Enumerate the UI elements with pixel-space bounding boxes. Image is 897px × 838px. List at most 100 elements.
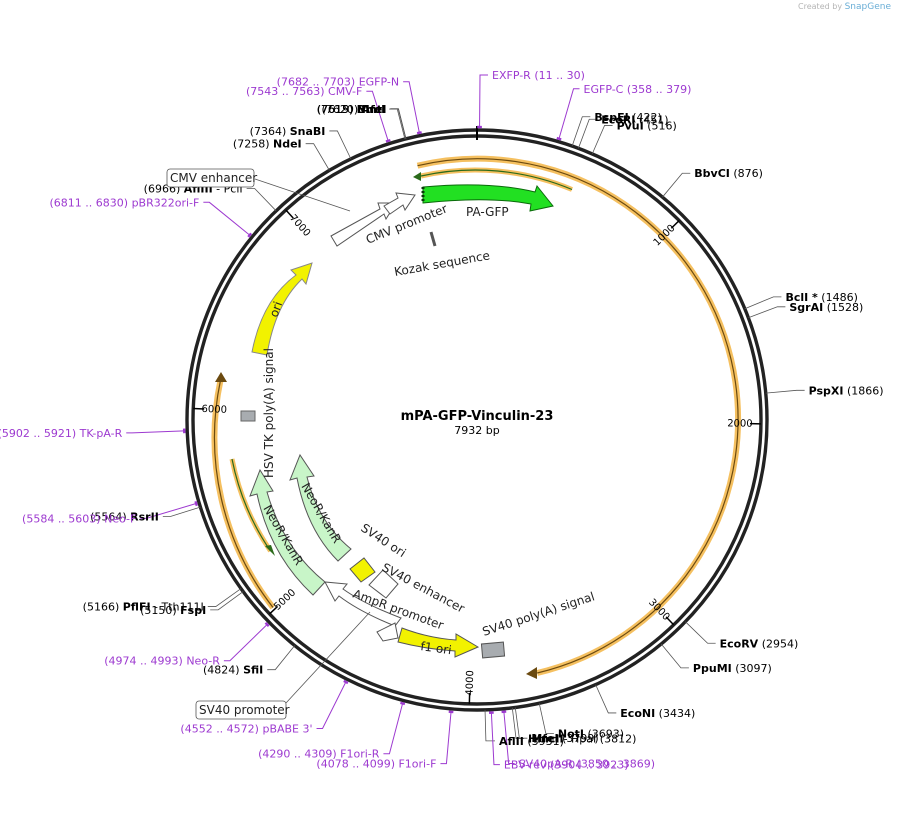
tick-label-2000: 2000 [727, 418, 753, 429]
site-leader-5 [246, 188, 277, 212]
tick-label-7000: 7000 [287, 213, 312, 239]
site-leader-19 [660, 643, 689, 669]
restriction-site-2: (7615) NheI [317, 103, 386, 116]
ampr-promoter-box [376, 622, 399, 642]
site-leader-6 [162, 506, 201, 517]
neor-kanr-arrow-1 [289, 453, 352, 562]
restriction-site-9: (4824) SfiI [203, 664, 263, 677]
restriction-site-10: AflII (3931) [499, 735, 564, 748]
restriction-site-0: (7620) AfeI [322, 103, 387, 116]
primer-1: EXFP-R (11 .. 30) [492, 69, 585, 82]
restriction-site-19: PpuMI (3097) [693, 662, 772, 675]
primer-4: (6811 .. 6830) pBR322ori-F [50, 196, 200, 209]
primer-leader-3 [366, 90, 389, 141]
tick-label-5000: 5000 [272, 587, 298, 612]
primer-10: (4078 .. 4099) F1ori-F [316, 758, 436, 771]
cmv-enhancer-label: CMV enhancer [170, 171, 257, 185]
restriction-site-12: EcoRI (451) [601, 113, 668, 126]
restriction-site-3: (7364) SnaBI [250, 125, 326, 138]
restriction-site-6: (5564) RsrII [90, 510, 159, 523]
restriction-site-4: (7258) NdeI [233, 138, 302, 151]
restriction-site-15: BclI * (1486) [785, 291, 857, 304]
restriction-site-14: BbvCI (876) [694, 167, 763, 180]
site-leader-20 [595, 684, 617, 714]
f1-ori-label: f1 ori [420, 639, 453, 657]
restriction-site-22: MfeI (3799) [531, 732, 598, 745]
backbone-orf-arrowhead [215, 372, 227, 382]
primer-0: (7682 .. 7703) EGFP-N [277, 76, 399, 89]
tick-mark-3000 [665, 616, 675, 626]
restriction-site-1: (7619) BmtI [317, 103, 386, 116]
primer-leader-8 [316, 681, 347, 729]
site-leader-lines [162, 108, 805, 742]
primer-2: EGFP-C (358 .. 379) [584, 83, 692, 96]
neor-kanr-arrow-2 [249, 468, 326, 596]
cmv-promoter-arrow-2 [383, 192, 416, 215]
site-leader-22 [514, 707, 528, 739]
pa-gfp-arrow [422, 184, 554, 212]
primer-mark-6 [194, 500, 198, 507]
site-leader-8 [210, 591, 244, 611]
primer-mark-3 [385, 138, 391, 143]
sv40-ori-box [349, 557, 376, 583]
sv40-promoter-label: SV40 promoter [199, 703, 290, 717]
site-leader-3 [329, 130, 352, 160]
restriction-site-23: HincII- HpaI (3812) [528, 733, 636, 746]
site-leader-2 [389, 108, 406, 140]
plasmid-title: mPA-GFP-Vinculin-23 [401, 409, 554, 424]
site-leader-12 [578, 118, 598, 149]
hsv-tk-polya-label: HSV TK poly(A) signal [262, 348, 276, 478]
primer-8: (4552 .. 4572) pBABE 3' [180, 722, 312, 735]
restriction-site-20: EcoNI (3434) [620, 707, 695, 720]
vinculin-orf-core [417, 158, 739, 674]
tick-mark-7000 [285, 209, 294, 219]
kozak-sequence-label: Kozak sequence [393, 248, 491, 279]
sv40-polya-label: SV40 poly(A) signal [481, 589, 597, 639]
backbone-orf-core [213, 377, 274, 608]
snapgene-credit: Created by SnapGene [798, 2, 891, 12]
tick-label-6000: 6000 [201, 404, 227, 416]
sv40-polya-box [480, 641, 506, 659]
pa-gfp-label: PA-GFP [466, 205, 509, 219]
sv40-promoter-callout: SV40 promoter [195, 611, 371, 720]
primer-9: (4290 .. 4309) F1ori-R [258, 748, 380, 761]
primer-leader-9 [383, 703, 404, 755]
primer-7: (4974 .. 4993) Neo-R [104, 655, 220, 668]
tick-mark-5000 [269, 605, 279, 615]
site-leader-13 [591, 125, 613, 155]
vinculin-orf-arrowhead [526, 667, 537, 679]
restriction-site-16: SgrAI (1528) [789, 301, 863, 314]
site-leader-23 [511, 707, 525, 740]
sv40-enhancer-box [368, 569, 399, 599]
primer-mark-7 [264, 621, 270, 627]
primer-mark-2 [556, 136, 562, 141]
primer-mark-8 [343, 679, 349, 685]
site-leader-11 [571, 116, 591, 147]
primer-leader-10 [440, 711, 452, 765]
primer-labels: (7682 .. 7703) EGFP-N EXFP-R (11 .. 30)EG… [0, 69, 691, 772]
site-leader-21 [538, 703, 554, 734]
kozak-marker [429, 231, 437, 247]
snapgene-logo-text: SnapGene [844, 2, 891, 12]
restriction-site-21: NotI (3693) [558, 728, 624, 741]
site-leader-4 [305, 143, 330, 171]
primer-leader-11 [503, 711, 515, 765]
primer-11: SV40pA-R (3850 .. 3869) [519, 758, 655, 771]
primer-5: (5902 .. 5921) TK-pA-R [0, 427, 123, 440]
primer-leader-5 [126, 430, 185, 434]
primer-markers [126, 74, 580, 766]
site-leader-14 [662, 172, 691, 198]
primer-mark-0 [416, 131, 422, 135]
site-leader-9 [267, 645, 296, 671]
plasmid-size: 7932 bp [454, 424, 499, 437]
primer-leader-4 [203, 201, 251, 236]
bp-ticks [193, 126, 761, 704]
gfp-orf-arrowhead [413, 172, 421, 181]
primer-leader-0 [403, 81, 420, 133]
site-leader-18 [685, 621, 716, 644]
hsv-tk-polya-box [240, 410, 256, 422]
sv40-ori-label: SV40 ori [358, 521, 408, 560]
site-leader-15 [744, 296, 782, 310]
site-leader-16 [748, 306, 786, 319]
